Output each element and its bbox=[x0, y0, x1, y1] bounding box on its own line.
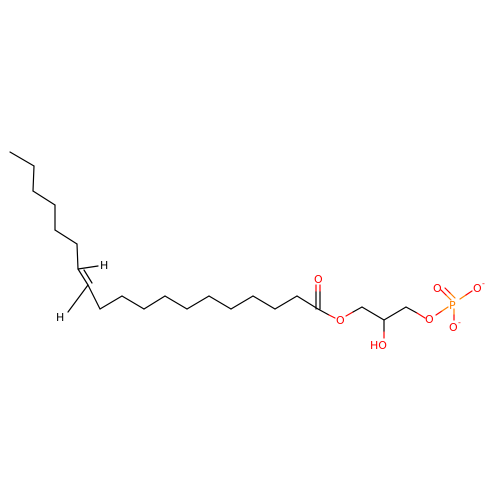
bond-p-o-double-b-red bbox=[444, 287, 451, 294]
hydroxyl-label: HO bbox=[370, 339, 387, 352]
bond-c9-c8 bbox=[121, 295, 145, 310]
bond-ester-o-to-ch2 bbox=[352, 306, 363, 313]
bond-choh-ch2 bbox=[383, 306, 407, 321]
bond-c12-h bbox=[77, 265, 99, 270]
bond-p-o-minus-top-orange bbox=[459, 294, 467, 300]
negative-charge-bottom: - bbox=[458, 318, 461, 327]
bond-c17-c16 bbox=[32, 165, 35, 192]
negative-charge-top: - bbox=[482, 279, 485, 288]
bond-carbonyl-to-ester-o-red bbox=[328, 314, 336, 319]
bond-p-o-double-a-red bbox=[440, 289, 447, 296]
carbonyl-oxygen-label: O bbox=[314, 273, 323, 286]
bond-ch2-choh bbox=[361, 306, 385, 321]
phosphate-group bbox=[435, 287, 473, 321]
hydrogen-label-lower: H bbox=[56, 311, 64, 324]
bond-o-p-orange bbox=[441, 306, 449, 312]
glycerol-backbone bbox=[361, 306, 426, 339]
bond-o-p-red bbox=[435, 310, 443, 316]
bond-c4-c3 bbox=[230, 295, 254, 310]
bond-c7-c6 bbox=[164, 295, 188, 310]
phosphorus-label: P bbox=[449, 299, 456, 312]
phosphate-ester-oxygen-label: O bbox=[425, 313, 434, 326]
bond-carbonyl-to-ester-o bbox=[317, 308, 330, 316]
bond-c8-c7 bbox=[143, 295, 166, 310]
bond-p-o-minus-top-red bbox=[465, 290, 473, 296]
phosphate-double-oxygen-label: O bbox=[433, 282, 442, 295]
bond-c6-c5 bbox=[186, 295, 210, 310]
ester-group bbox=[296, 284, 363, 319]
phosphate-minus-oxygen-top-label: O bbox=[473, 282, 482, 295]
cis-double-bond bbox=[67, 265, 101, 313]
bond-c2-c1 bbox=[274, 295, 298, 310]
bond-c16-c15 bbox=[32, 190, 56, 206]
bond-c10-c9 bbox=[99, 295, 123, 310]
bond-c14-c13 bbox=[54, 229, 78, 245]
bond-c11-c10 bbox=[87, 284, 101, 310]
bond-ester-o-to-ch2-red bbox=[345, 311, 354, 317]
bond-ch2-phosphate-o-red bbox=[416, 312, 426, 319]
bond-ch2-phosphate-o bbox=[405, 306, 418, 314]
bond-c3-c2 bbox=[252, 295, 276, 310]
bond-c1-carbonyl-carbon bbox=[296, 295, 319, 310]
bond-c18-c17 bbox=[9, 151, 35, 167]
phosphate-minus-oxygen-bottom-label: O bbox=[449, 321, 458, 334]
bond-c13-c12 bbox=[76, 243, 79, 270]
bond-c12-c11-second bbox=[83, 269, 93, 284]
ester-oxygen-label: O bbox=[336, 314, 345, 327]
hexyl-tail bbox=[9, 151, 79, 270]
aliphatic-chain bbox=[99, 295, 298, 310]
bond-p-o-double-a-orange bbox=[445, 294, 452, 301]
bond-c5-c4 bbox=[208, 295, 232, 310]
bond-c12-c11 bbox=[77, 268, 89, 286]
bond-p-o-double-b-orange bbox=[449, 292, 456, 299]
hydrogen-label-upper: H bbox=[100, 259, 108, 272]
bond-c11-h bbox=[67, 284, 89, 313]
